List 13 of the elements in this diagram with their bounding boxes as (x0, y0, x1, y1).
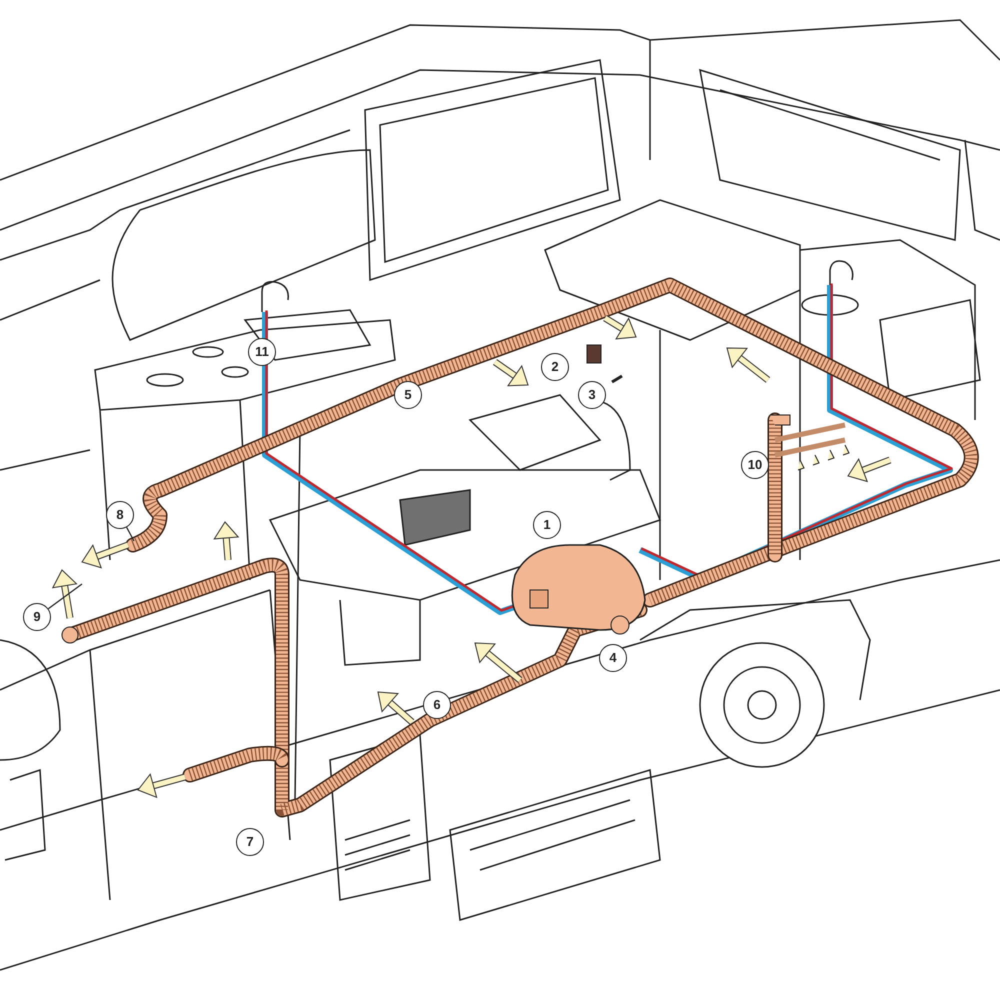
callout-number: 3 (578, 381, 606, 409)
callout-number: 11 (248, 338, 276, 366)
leader-line (48, 584, 82, 610)
callout-number: 2 (541, 353, 569, 381)
leader-line (126, 527, 135, 542)
callout-number: 1 (533, 511, 561, 539)
callout-number: 10 (741, 451, 769, 479)
callout-number: 5 (394, 381, 422, 409)
callout-number: 6 (423, 691, 451, 719)
callout-number: 7 (236, 828, 264, 856)
callout-number: 8 (106, 501, 134, 529)
callout-number: 9 (23, 603, 51, 631)
callout-number: 4 (599, 644, 627, 672)
